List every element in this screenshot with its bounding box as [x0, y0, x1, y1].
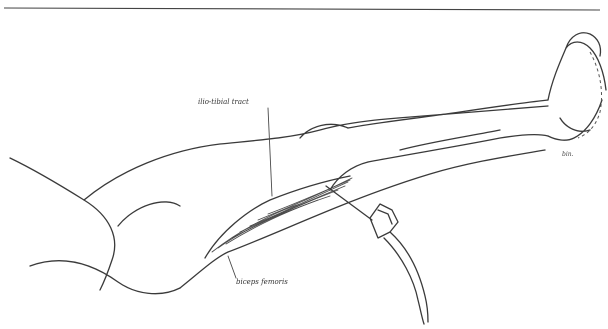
knee-cap — [300, 124, 348, 138]
ilio-tibial-leader — [268, 108, 272, 196]
probe-needle — [326, 186, 372, 220]
probe-detail — [378, 210, 392, 224]
toes-outline — [566, 33, 601, 56]
muscle-fiber — [268, 180, 350, 214]
shin-top — [348, 100, 548, 128]
biceps-femoris-label: biceps femoris — [236, 278, 288, 286]
probe-device — [370, 204, 398, 238]
hip-curve — [118, 202, 180, 226]
probe-cable — [390, 232, 428, 322]
calf-underside — [368, 135, 548, 162]
thigh-underside — [180, 150, 545, 288]
artist-signature: bin. — [562, 151, 574, 158]
top-border-line — [4, 8, 600, 10]
biceps-femoris-leader — [228, 256, 236, 278]
probe-cable-outer — [384, 238, 424, 324]
muscle-fiber — [250, 182, 348, 226]
foot-outline — [548, 42, 606, 140]
hip-inner-fold — [30, 261, 180, 294]
thigh-top-outline — [84, 106, 548, 200]
ilio-tibial-label: ilio-tibial tract — [198, 98, 249, 106]
muscle-fiber — [226, 196, 330, 244]
